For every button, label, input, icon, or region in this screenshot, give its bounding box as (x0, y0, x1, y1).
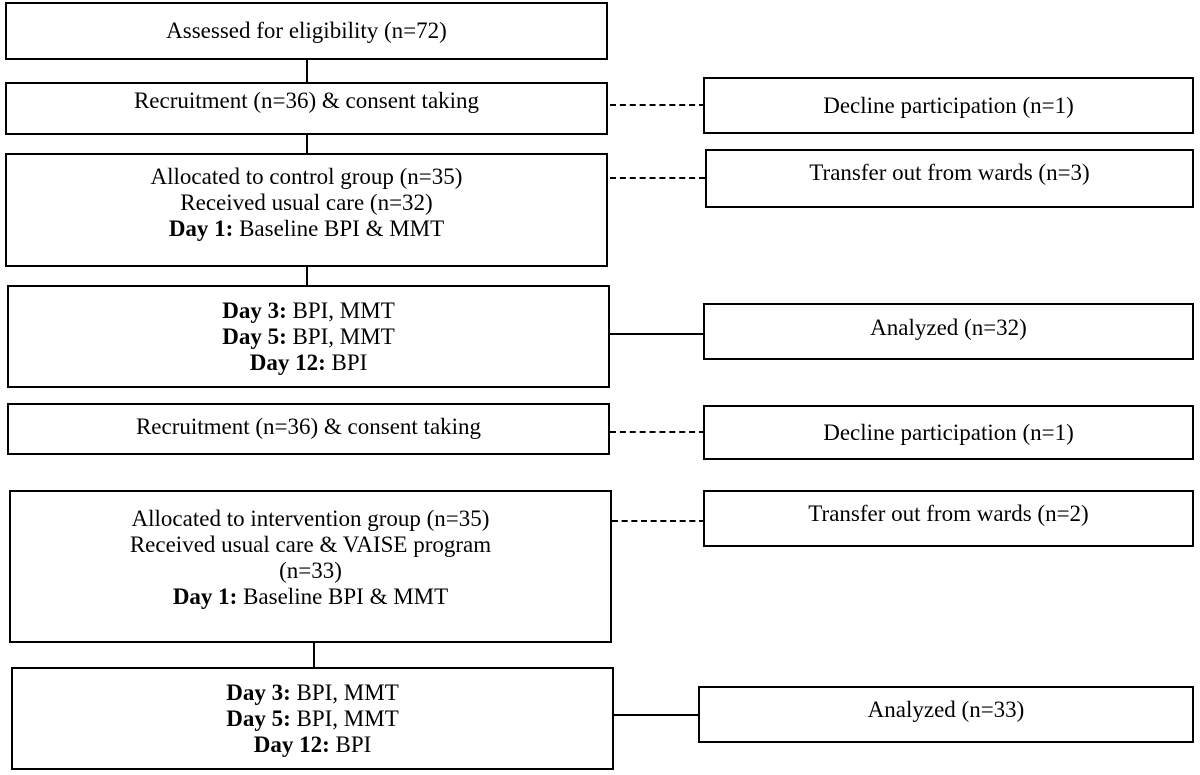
connector-eligibility-recruitment (306, 58, 308, 83)
day5-row-control: Day 5: BPI, MMT (222, 324, 395, 350)
day5-label-control: Day 5: (222, 323, 287, 349)
day1-row-control: Day 1: Baseline BPI & MMT (169, 216, 444, 242)
day3-row-intervention: Day 3: BPI, MMT (226, 680, 399, 706)
day5-row-intervention: Day 5: BPI, MMT (226, 706, 399, 732)
day1-label-intervention: Day 1: (172, 584, 238, 609)
decline-text-control: Decline participation (n=1) (823, 92, 1074, 118)
transfer-box-control: Transfer out from wards (n=3) (705, 149, 1194, 208)
day5-text-intervention: BPI, MMT (290, 705, 399, 731)
day12-row-intervention: Day 12: BPI (254, 732, 372, 758)
decline-box-control: Decline participation (n=1) (703, 77, 1194, 134)
transfer-text-control: Transfer out from wards (n=3) (809, 160, 1090, 185)
day5-label-intervention: Day 5: (226, 705, 291, 731)
recruitment-box-control: Recruitment (n=36) & consent taking (5, 82, 608, 135)
dashed-connector-transfer-intervention (612, 520, 705, 522)
received-text-control: Received usual care (n=32) (180, 190, 433, 215)
connector-allocation-followup-control (306, 266, 308, 286)
allocated-text-intervention: Allocated to intervention group (n=35) (131, 506, 490, 531)
day12-row-control: Day 12: BPI (250, 350, 368, 376)
decline-box-intervention: Decline participation (n=1) (703, 405, 1194, 460)
day3-label-intervention: Day 3: (226, 679, 291, 705)
connector-allocation-followup-intervention (313, 642, 315, 668)
decline-text-intervention: Decline participation (n=1) (823, 419, 1074, 445)
dashed-connector-transfer-control (610, 177, 705, 179)
day12-label-intervention: Day 12: (253, 731, 330, 757)
recruitment-text-control: Recruitment (n=36) & consent taking (133, 88, 480, 113)
day12-text-control: BPI (325, 349, 368, 375)
followup-box-intervention: Day 3: BPI, MMT Day 5: BPI, MMT Day 12: … (11, 667, 614, 770)
dashed-connector-decline-intervention (610, 431, 705, 433)
analyzed-box-intervention: Analyzed (n=33) (698, 686, 1194, 743)
day1-text-intervention: Baseline BPI & MMT (237, 584, 449, 609)
day1-text-control: Baseline BPI & MMT (233, 216, 445, 241)
day5-text-control: BPI, MMT (286, 323, 395, 349)
analyzed-box-control: Analyzed (n=32) (703, 303, 1194, 360)
day3-label-control: Day 3: (222, 297, 287, 323)
dashed-connector-decline-control (610, 104, 705, 106)
day1-row-intervention: Day 1: Baseline BPI & MMT (173, 584, 448, 610)
received-text-intervention: Received usual care & VAISE program (129, 532, 492, 557)
connector-analyzed-control (610, 333, 705, 335)
connector-recruitment-allocation-control (306, 134, 308, 154)
recruitment-text-intervention: Recruitment (n=36) & consent taking (135, 414, 482, 439)
received-n-intervention: (n=33) (279, 558, 342, 583)
allocation-box-control: Allocated to control group (n=35) Receiv… (5, 153, 608, 267)
analyzed-text-control: Analyzed (n=32) (870, 315, 1027, 340)
connector-analyzed-intervention (612, 714, 700, 716)
allocation-box-intervention: Allocated to intervention group (n=35) R… (9, 490, 612, 643)
day3-text-intervention: BPI, MMT (290, 679, 399, 705)
day1-label-control: Day 1: (168, 216, 234, 241)
transfer-text-intervention: Transfer out from wards (n=2) (808, 501, 1089, 526)
followup-box-control: Day 3: BPI, MMT Day 5: BPI, MMT Day 12: … (7, 285, 610, 388)
recruitment-box-intervention: Recruitment (n=36) & consent taking (7, 403, 610, 455)
day3-text-control: BPI, MMT (286, 297, 395, 323)
eligibility-text: Assessed for eligibility (n=72) (166, 18, 447, 43)
day12-label-control: Day 12: (249, 349, 326, 375)
analyzed-text-intervention: Analyzed (n=33) (867, 697, 1025, 722)
allocated-text-control: Allocated to control group (n=35) (150, 164, 463, 189)
day12-text-intervention: BPI (329, 731, 372, 757)
day3-row-control: Day 3: BPI, MMT (222, 298, 395, 324)
eligibility-box: Assessed for eligibility (n=72) (5, 2, 608, 60)
transfer-box-intervention: Transfer out from wards (n=2) (703, 490, 1194, 547)
